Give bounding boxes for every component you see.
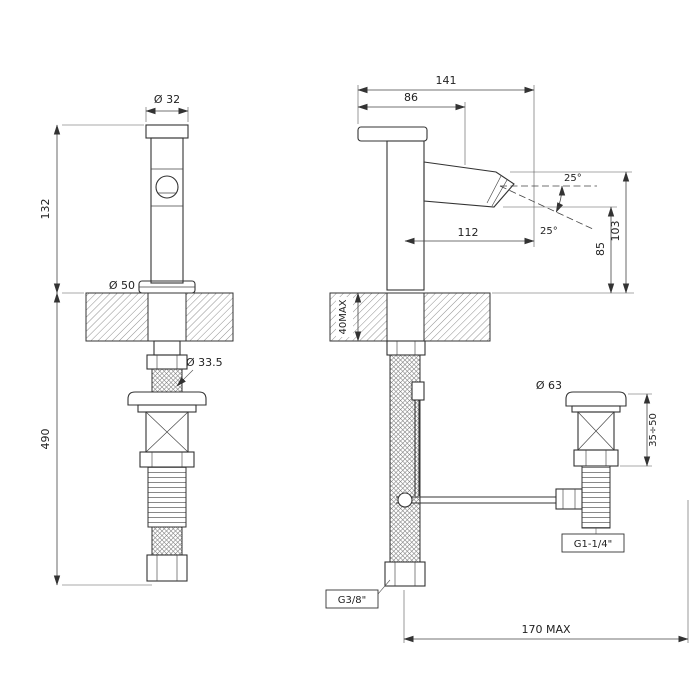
label-dim-132: 132 <box>39 199 52 220</box>
label-dim-50: Ø 50 <box>109 279 135 292</box>
side-view: 25° 25° 141 86 112 103 85 <box>325 74 689 643</box>
front-counter-section <box>85 292 234 342</box>
label-dim-112: 112 <box>458 226 479 239</box>
label-dim-40max: 40MAX <box>338 299 349 334</box>
front-handle-ring <box>155 175 179 199</box>
dim-spout-height: 103 <box>510 171 632 294</box>
front-faucet-body <box>138 124 196 294</box>
front-hose-upper <box>151 368 183 393</box>
dim-spray-angle: 25° 25° <box>499 173 597 237</box>
side-counter-section <box>329 292 491 342</box>
dim-drain-adjust-range: 35÷50 <box>620 393 659 467</box>
label-dim-32: Ø 32 <box>154 93 180 106</box>
dim-front-total-height: 490 <box>39 292 152 586</box>
label-thread-g114: G1-1/4" <box>574 539 612 550</box>
label-angle-lower: 25° <box>540 226 558 237</box>
label-dim-33-5: Ø 33.5 <box>186 356 223 369</box>
label-angle-upper: 25° <box>564 173 582 184</box>
dim-front-shank-diameter: Ø 33.5 <box>176 356 223 387</box>
label-dim-490: 490 <box>39 429 52 450</box>
thread-label-drain: G1-1/4" <box>561 528 625 553</box>
dim-side-handle-width: 86 <box>357 91 466 165</box>
dim-drain-offset: 170 MAX <box>403 500 689 643</box>
front-drain-thread <box>147 466 187 528</box>
label-dim-141: 141 <box>436 74 457 87</box>
front-view: Ø 32 132 490 Ø 50 Ø 33.5 <box>39 93 234 586</box>
dim-drain-flange-diameter: Ø 63 <box>536 379 562 392</box>
dim-front-base-diameter: Ø 50 <box>109 279 135 292</box>
label-dim-63: Ø 63 <box>536 379 562 392</box>
side-drain-thread <box>581 465 611 529</box>
dim-front-top-diameter: Ø 32 <box>145 93 189 122</box>
dim-deck-thickness: 40MAX <box>336 292 362 342</box>
front-hose-lower <box>151 526 183 556</box>
dim-spout-reach: 112 <box>404 226 535 245</box>
label-dim-86: 86 <box>404 91 418 104</box>
side-faucet-body <box>357 126 515 291</box>
label-dim-35-50: 35÷50 <box>648 413 659 447</box>
thread-label-supply: G3/8" <box>325 579 391 609</box>
front-shank-and-nut <box>146 340 188 370</box>
side-handle-lever <box>357 126 428 142</box>
dim-outlet-height: 85 <box>492 206 634 294</box>
rod-guide <box>411 381 425 401</box>
front-hose-end-nut <box>146 554 188 582</box>
label-dim-85: 85 <box>594 242 607 256</box>
rod-ball-joint <box>397 492 413 508</box>
rod-clamp <box>555 488 583 510</box>
side-drain-assembly <box>555 391 627 529</box>
dim-front-height: 132 <box>39 124 144 294</box>
popup-rod-linkage <box>396 381 558 508</box>
side-hose-end-nut <box>384 561 426 587</box>
side-spout <box>423 161 515 208</box>
label-thread-g38: G3/8" <box>338 595 366 606</box>
front-drain-assembly <box>127 391 207 528</box>
label-dim-170max: 170 MAX <box>521 623 571 636</box>
dim-side-overall-width: 141 <box>357 74 535 247</box>
